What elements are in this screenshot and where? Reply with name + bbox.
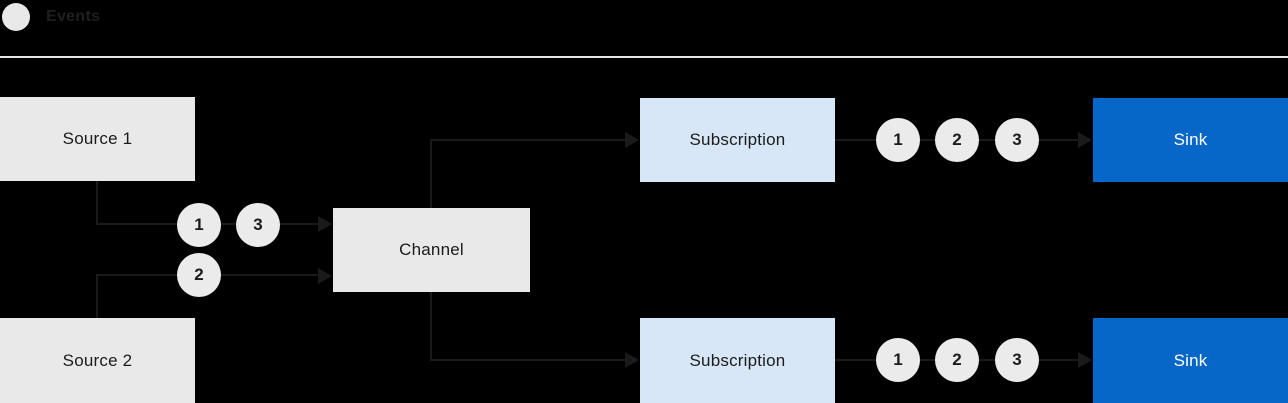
connector-channel-bottom-vertical bbox=[430, 292, 432, 360]
node-source-1: Source 1 bbox=[0, 97, 195, 181]
event-badge-subtop-3: 3 bbox=[995, 118, 1039, 162]
event-badge-source1-3: 3 bbox=[236, 203, 280, 247]
connector-source1-vertical bbox=[96, 181, 98, 225]
arrowhead-into-subscription-top bbox=[625, 132, 639, 148]
header-divider bbox=[0, 56, 1288, 58]
event-badge-subtop-1: 1 bbox=[876, 118, 920, 162]
connector-source2-vertical bbox=[96, 275, 98, 318]
node-sink-top-label: Sink bbox=[1173, 130, 1208, 149]
events-legend: Events bbox=[2, 3, 100, 31]
event-badge-subbot-3: 3 bbox=[995, 338, 1039, 382]
event-badge-source1-1: 1 bbox=[177, 203, 221, 247]
event-badge-subbot-2: 2 bbox=[935, 338, 979, 382]
events-legend-label: Events bbox=[46, 8, 101, 25]
arrowhead-into-channel-top bbox=[318, 216, 332, 232]
event-badge-subbot-1: 1 bbox=[876, 338, 920, 382]
connector-channel-to-subscription-bottom bbox=[430, 359, 626, 361]
arrowhead-into-sink-bottom bbox=[1078, 352, 1092, 368]
node-source-2-label: Source 2 bbox=[62, 350, 133, 370]
arrowhead-into-subscription-bottom bbox=[625, 352, 639, 368]
connector-channel-to-subscription-top bbox=[430, 139, 626, 141]
node-sink-bottom: Sink bbox=[1093, 318, 1288, 403]
node-source-2: Source 2 bbox=[0, 318, 195, 403]
node-sink-top: Sink bbox=[1093, 98, 1288, 182]
node-sink-bottom-label: Sink bbox=[1173, 350, 1208, 370]
arrowhead-into-sink-top bbox=[1078, 132, 1092, 148]
node-subscription-bottom: Subscription bbox=[640, 318, 835, 403]
event-badge-source2-2: 2 bbox=[177, 253, 221, 297]
node-subscription-bottom-label: Subscription bbox=[689, 350, 786, 370]
node-channel: Channel bbox=[333, 208, 530, 292]
node-channel-label: Channel bbox=[399, 240, 464, 259]
event-circle-legend-icon bbox=[2, 3, 30, 31]
node-source-1-label: Source 1 bbox=[62, 129, 133, 148]
node-subscription-top-label: Subscription bbox=[689, 130, 786, 149]
arrowhead-into-channel-bottom bbox=[318, 268, 332, 284]
event-badge-subtop-2: 2 bbox=[935, 118, 979, 162]
connector-channel-top-vertical bbox=[430, 139, 432, 208]
node-subscription-top: Subscription bbox=[640, 98, 835, 182]
